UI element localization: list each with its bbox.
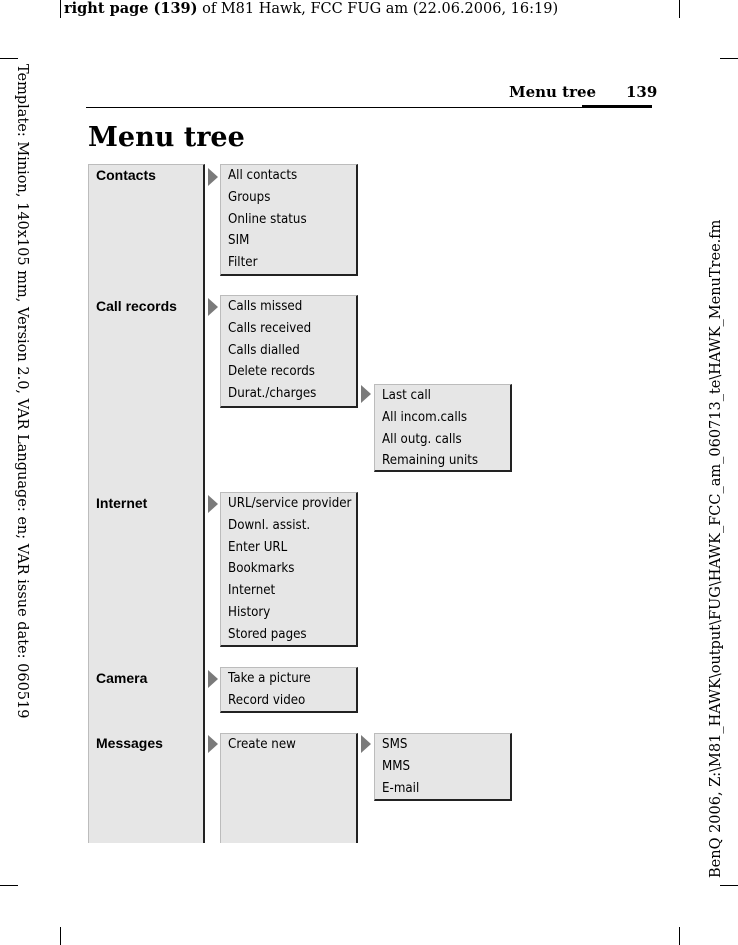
- header-rule-accent: [582, 105, 652, 108]
- print-header-note: right page (139) of M81 Hawk, FCC FUG am…: [64, 0, 558, 17]
- arrow-right-icon: [208, 670, 218, 688]
- header-rule: [86, 107, 652, 108]
- menu-item[interactable]: E-mail: [382, 779, 420, 796]
- menu-item[interactable]: Calls received: [228, 319, 312, 336]
- crop-mark: [60, 927, 61, 945]
- template-info-margin: Template: Minion, 140x105 mm, Version 2.…: [14, 64, 30, 719]
- menu-messages[interactable]: Messages: [96, 735, 163, 751]
- menu-item[interactable]: All outg. calls: [382, 430, 462, 447]
- running-head-title: Menu tree: [509, 83, 597, 101]
- menu-item[interactable]: Delete records: [228, 363, 315, 380]
- menu-item[interactable]: Durat./charges: [228, 385, 317, 402]
- print-header-page: right page (139): [64, 0, 198, 17]
- arrow-right-icon: [361, 385, 371, 403]
- crop-mark: [679, 927, 680, 945]
- menu-item[interactable]: Record video: [228, 691, 306, 708]
- menu-internet[interactable]: Internet: [96, 495, 148, 511]
- menu-item[interactable]: Enter URL: [228, 538, 288, 555]
- crop-mark: [679, 0, 680, 18]
- menu-item[interactable]: Online status: [228, 210, 307, 227]
- messages-submenu: Create new: [220, 733, 358, 843]
- main-menu-column: [88, 164, 205, 843]
- arrow-right-icon: [208, 735, 218, 753]
- call-records-submenu: Calls missed Calls received Calls dialle…: [220, 295, 358, 408]
- menu-item[interactable]: Bookmarks: [228, 560, 295, 577]
- internet-submenu: URL/service provider Downl. assist. Ente…: [220, 492, 358, 647]
- crop-mark: [0, 885, 18, 886]
- menu-item[interactable]: Calls missed: [228, 298, 303, 314]
- menu-item[interactable]: Groups: [228, 188, 271, 205]
- menu-item[interactable]: Remaining units: [382, 452, 479, 469]
- menu-item[interactable]: Stored pages: [228, 625, 307, 642]
- page-title: Menu tree: [88, 122, 245, 153]
- menu-item[interactable]: Take a picture: [228, 670, 311, 686]
- menu-item[interactable]: Calls dialled: [228, 341, 300, 358]
- menu-item[interactable]: MMS: [382, 757, 411, 774]
- menu-item[interactable]: Create new: [228, 736, 296, 752]
- contacts-submenu: All contacts Groups Online status SIM Fi…: [220, 164, 358, 276]
- menu-item[interactable]: Internet: [228, 582, 276, 599]
- camera-submenu: Take a picture Record video: [220, 667, 358, 713]
- menu-item[interactable]: Last call: [382, 387, 431, 403]
- menu-item[interactable]: URL/service provider: [228, 495, 352, 511]
- menu-item[interactable]: History: [228, 603, 271, 620]
- page-number: 139: [626, 83, 658, 101]
- menu-camera[interactable]: Camera: [96, 670, 148, 686]
- arrow-right-icon: [208, 168, 218, 186]
- create-new-submenu: SMS MMS E-mail: [374, 733, 512, 801]
- menu-item[interactable]: Downl. assist.: [228, 516, 311, 533]
- crop-mark: [60, 0, 61, 18]
- crop-mark: [0, 58, 18, 59]
- menu-item[interactable]: All contacts: [228, 167, 298, 183]
- menu-contacts[interactable]: Contacts: [96, 167, 156, 183]
- menu-item[interactable]: SIM: [228, 232, 250, 249]
- arrow-right-icon: [208, 495, 218, 513]
- print-header-rest: of M81 Hawk, FCC FUG am (22.06.2006, 16:…: [197, 1, 559, 17]
- menu-item[interactable]: SMS: [382, 736, 408, 752]
- file-path-margin: BenQ 2006, Z:\M81_HAWK\output\FUG\HAWK_F…: [708, 219, 724, 878]
- arrow-right-icon: [208, 298, 218, 316]
- arrow-right-icon: [361, 735, 371, 753]
- running-head: Menu tree 139: [0, 83, 738, 108]
- menu-item[interactable]: Filter: [228, 254, 258, 271]
- crop-mark: [720, 885, 738, 886]
- crop-mark: [720, 58, 738, 59]
- durat-charges-submenu: Last call All incom.calls All outg. call…: [374, 384, 512, 472]
- menu-item[interactable]: All incom.calls: [382, 408, 468, 425]
- menu-call-records[interactable]: Call records: [96, 298, 177, 314]
